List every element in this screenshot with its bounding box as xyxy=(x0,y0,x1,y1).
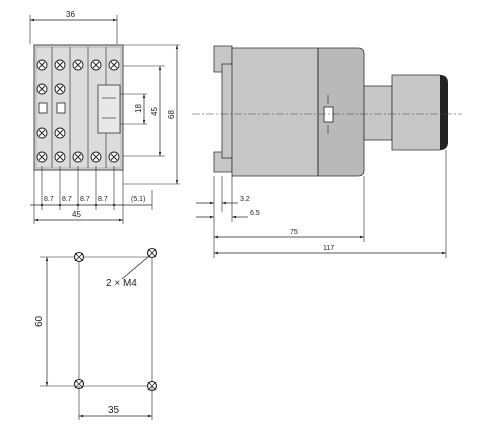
dim-top-width-label: 36 xyxy=(66,10,75,19)
dim-pitch: 8.7 8.7 8.7 8.7 (5.1) 45 xyxy=(30,166,153,224)
mount-hole-icon xyxy=(73,251,85,263)
terminal-screw-icon xyxy=(90,59,102,71)
dim-top-width: 36 xyxy=(29,10,118,44)
terminal-row-top xyxy=(36,59,120,71)
terminal-screw-icon xyxy=(54,59,66,71)
mounting-view: 2 × M4 60 35 xyxy=(34,247,158,420)
label-window-icon xyxy=(56,102,66,114)
side-view: 3.2 6.5 75 117 xyxy=(192,45,462,258)
side-dims: 3.2 6.5 75 117 xyxy=(196,150,447,258)
dim-heights: 18 45 68 xyxy=(120,44,180,185)
terminal-row-third xyxy=(36,127,66,139)
terminal-row-bottom xyxy=(36,151,120,163)
terminal-screw-icon xyxy=(108,151,120,163)
dim-rail-depth-label: 6.5 xyxy=(250,210,260,217)
terminal-screw-icon xyxy=(72,59,84,71)
dim-horizontal-spacing-label: 35 xyxy=(108,405,120,416)
label-window-icon xyxy=(38,102,48,114)
dim-side-ref-label: (5.1) xyxy=(131,196,145,203)
terminal-screw-icon xyxy=(54,83,66,95)
indicator-icon xyxy=(323,106,334,123)
dim-pitch-3-label: 8.7 xyxy=(80,196,90,203)
screw-label: 2 × M4 xyxy=(106,278,137,289)
terminal-screw-icon xyxy=(54,151,66,163)
dim-depth-total-label: 117 xyxy=(323,245,334,252)
terminal-screw-icon xyxy=(36,127,48,139)
aux-contact-block xyxy=(97,84,121,134)
terminal-screw-icon xyxy=(90,151,102,163)
dim-pitch-1-label: 8.7 xyxy=(44,196,54,203)
dim-height-total-label: 68 xyxy=(167,110,176,119)
dim-vertical-spacing-label: 60 xyxy=(34,315,45,327)
terminal-screw-icon xyxy=(108,59,120,71)
terminal-screw-icon xyxy=(36,59,48,71)
terminal-row-second xyxy=(36,83,66,95)
dim-height-inner-label: 18 xyxy=(134,104,143,113)
terminal-screw-icon xyxy=(36,151,48,163)
dim-pitch-4-label: 8.7 xyxy=(98,196,108,203)
side-neck xyxy=(363,85,393,141)
terminal-screw-icon xyxy=(72,151,84,163)
terminal-screw-icon xyxy=(54,127,66,139)
front-view: 36 xyxy=(29,10,180,224)
dim-depth-body-label: 75 xyxy=(290,229,298,236)
dim-pitch-2-label: 8.7 xyxy=(62,196,72,203)
dim-rail-offset-label: 3.2 xyxy=(240,196,250,203)
side-actuator xyxy=(391,74,447,151)
side-body xyxy=(231,47,319,177)
dim-bottom-width-label: 45 xyxy=(72,210,81,219)
mount-hole-icon xyxy=(146,247,158,259)
dim-height-mid-label: 45 xyxy=(150,107,159,116)
terminal-screw-icon xyxy=(36,83,48,95)
